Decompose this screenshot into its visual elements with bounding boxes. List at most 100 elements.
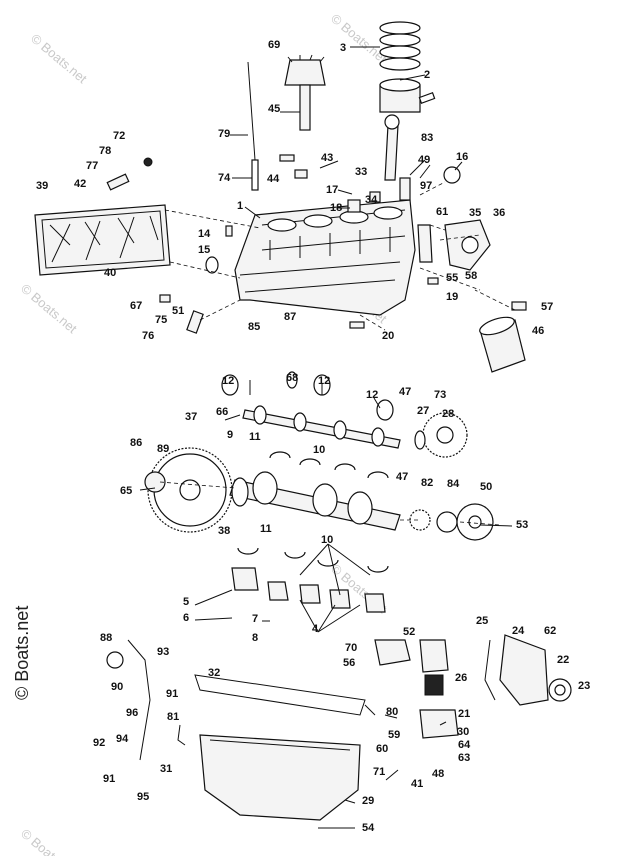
cylinder-block (234, 199, 416, 316)
callout-label: 88 (100, 632, 112, 644)
callout-label: 4 (312, 623, 319, 635)
dipstick (247, 61, 259, 191)
callout-label: 37 (185, 411, 197, 423)
callout-label: 40 (104, 267, 116, 279)
callout-label: 45 (268, 103, 280, 115)
callout-label: 44 (267, 173, 280, 185)
callout-label: 58 (465, 270, 477, 282)
callout-label: 47 (399, 386, 411, 398)
callout-label: 73 (434, 389, 446, 401)
callout-label: 10 (321, 534, 333, 546)
oil-filter (479, 316, 526, 373)
callout-label: 12 (366, 389, 378, 401)
callout-label: 80 (386, 706, 398, 718)
callout-label: 83 (421, 132, 433, 144)
callout-label: 5 (183, 596, 189, 608)
watermark-text: © Boats.net (18, 281, 80, 337)
callout-label: 17 (326, 184, 338, 196)
callout-label: 28 (442, 408, 454, 420)
callout-label: 70 (345, 642, 357, 654)
callout-label: 12 (318, 375, 330, 387)
callout-label: 20 (382, 330, 394, 342)
oil-pan (199, 734, 361, 821)
callout-label: 55 (446, 272, 458, 284)
callout-label: 25 (476, 615, 488, 627)
callout-label: 96 (126, 707, 138, 719)
callout-label: 75 (155, 314, 167, 326)
callout-label: 24 (512, 625, 525, 637)
callout-label: 32 (208, 667, 220, 679)
callout-label: 52 (403, 626, 415, 638)
callout-label: 36 (493, 207, 505, 219)
callout-label: 6 (183, 612, 189, 624)
callout-label: 31 (160, 763, 172, 775)
callout-label: 11 (249, 431, 261, 443)
callout-label: 23 (578, 680, 590, 692)
callout-label: 35 (469, 207, 481, 219)
callouts: 1 2 3 4 5 6 7 8 9 10 10 11 11 12 12 12 1… (36, 39, 590, 834)
callout-label: 50 (480, 481, 492, 493)
callout-label: 49 (418, 154, 430, 166)
distributor (284, 54, 326, 131)
callout-label: 56 (343, 657, 355, 669)
callout-label: 3 (340, 42, 346, 54)
bearing-shells (231, 451, 389, 613)
callout-label: 10 (313, 444, 325, 456)
callout-label: 43 (321, 152, 333, 164)
callout-label: 8 (252, 632, 258, 644)
callout-label: 59 (388, 729, 400, 741)
callout-label: 15 (198, 244, 210, 256)
callout-label: 91 (166, 688, 178, 700)
callout-label: 87 (284, 311, 296, 323)
callout-label: 65 (120, 485, 132, 497)
callout-label: 86 (130, 437, 142, 449)
callout-label: 48 (432, 768, 444, 780)
callout-label: 78 (99, 145, 111, 157)
callout-label: 27 (417, 405, 429, 417)
oil-pan-gasket (194, 674, 366, 716)
callout-label: 90 (111, 681, 123, 693)
valve-cover (34, 204, 171, 276)
leader-lines (139, 46, 513, 829)
callout-label: 84 (447, 478, 460, 490)
callout-label: 38 (218, 525, 230, 537)
block-small-parts (106, 154, 527, 334)
timing-cover (484, 634, 572, 706)
callout-label: 81 (167, 711, 179, 723)
callout-label: 14 (198, 228, 211, 240)
callout-label: 1 (237, 200, 243, 212)
callout-label: 7 (252, 613, 258, 625)
water-pump (444, 219, 491, 271)
callout-label: 91 (103, 773, 115, 785)
callout-label: 63 (458, 752, 470, 764)
callout-label: 9 (227, 429, 233, 441)
callout-label: 11 (260, 523, 272, 535)
callout-label: 41 (411, 778, 423, 790)
callout-label: 64 (458, 739, 471, 751)
crankshaft (229, 471, 401, 531)
callout-label: 33 (355, 166, 367, 178)
watermark-side-text: © Boats.net (12, 606, 32, 700)
callout-label: 72 (113, 130, 125, 142)
oil-dipstick-tube (106, 639, 376, 761)
callout-label: 62 (544, 625, 556, 637)
callout-label: 34 (365, 194, 378, 206)
callout-label: 16 (456, 151, 468, 163)
callout-label: 95 (137, 791, 149, 803)
callout-label: 85 (248, 321, 260, 333)
callout-label: 26 (455, 672, 467, 684)
watermark-text: © Boats.net (28, 31, 90, 87)
callout-label: 89 (157, 443, 169, 455)
flywheel (144, 447, 233, 533)
callout-label: 19 (446, 291, 458, 303)
callout-label: 74 (218, 172, 231, 184)
crank-leaders (159, 481, 501, 526)
callout-label: 66 (216, 406, 228, 418)
callout-label: 60 (376, 743, 388, 755)
callout-label: 76 (142, 330, 154, 342)
callout-label: 39 (36, 180, 48, 192)
callout-label: 21 (458, 708, 470, 720)
callout-label: 82 (421, 477, 433, 489)
callout-label: 47 (396, 471, 408, 483)
